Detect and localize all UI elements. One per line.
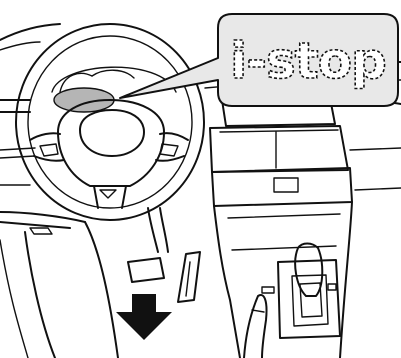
brake-pedal <box>128 258 164 282</box>
driver-arm <box>244 295 267 358</box>
pedals <box>128 208 200 302</box>
steering-wheel <box>16 24 204 220</box>
accelerator-pedal <box>178 252 200 302</box>
callout-label: i-stop <box>230 32 386 90</box>
i-stop-callout: i-stop <box>120 14 398 106</box>
down-arrow-icon <box>116 294 172 340</box>
center-console <box>210 98 401 358</box>
